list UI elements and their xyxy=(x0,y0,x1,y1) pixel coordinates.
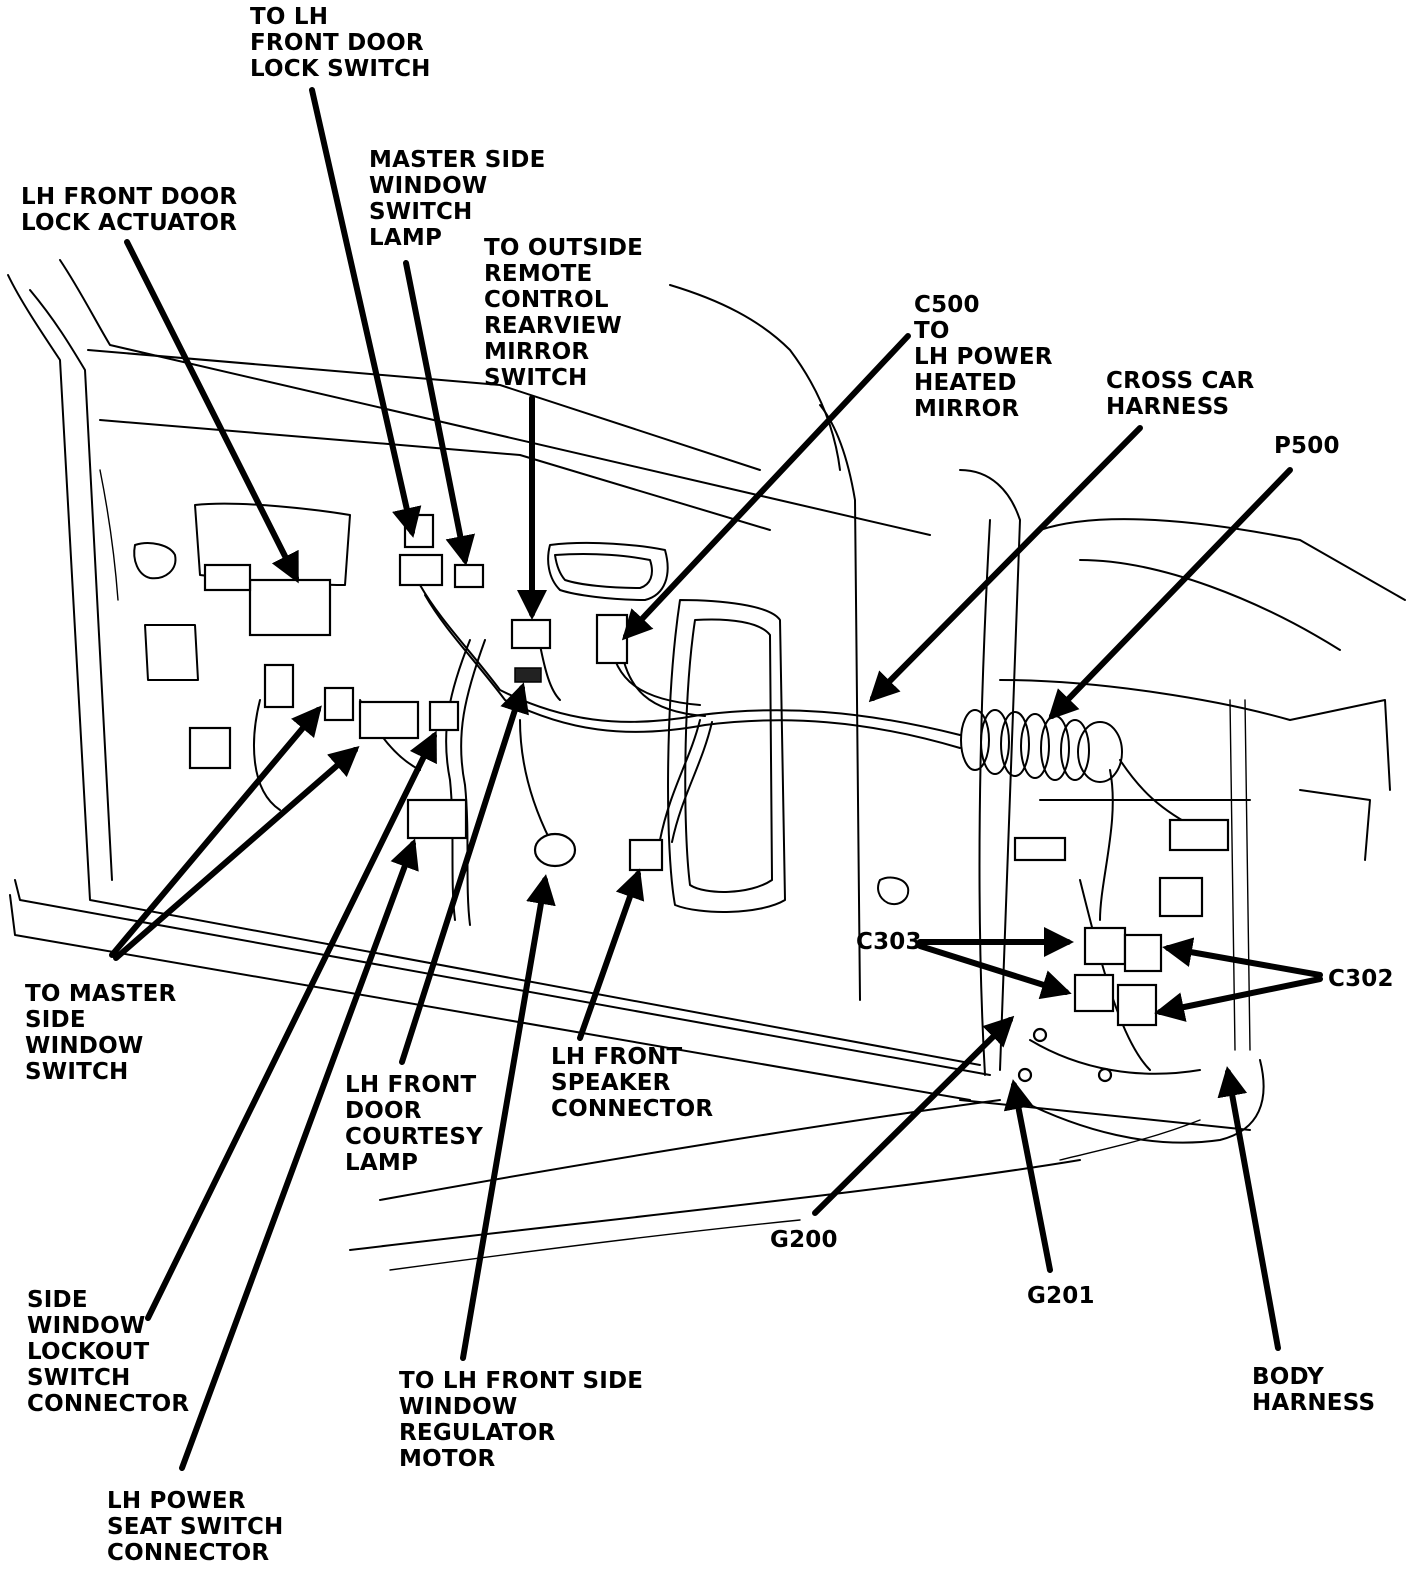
connectors xyxy=(188,513,1230,1083)
leader-body-harness xyxy=(1217,1066,1281,1351)
master-switch-small-connector xyxy=(514,667,542,683)
leader-g200 xyxy=(812,1015,1015,1216)
leader-lines xyxy=(109,87,1323,1471)
ground-ring-terminal xyxy=(1097,1067,1113,1083)
body-harness-clip xyxy=(1168,818,1230,852)
label-p500: P500 xyxy=(1274,433,1340,459)
leader-master-side-window-switch-lamp xyxy=(403,260,476,566)
leader-lh-front-speaker-connector xyxy=(577,868,645,1041)
leader-to-master-side-window-switch-b xyxy=(113,746,360,961)
leader-lh-front-door-courtesy-lamp xyxy=(399,682,529,1065)
leader-side-window-lockout-switch-connector xyxy=(145,730,437,1321)
seat-switch-connector xyxy=(263,663,295,709)
c302-connector-a xyxy=(1123,933,1163,973)
door-opening-pillar xyxy=(349,469,1406,1271)
lockout-switch-connector xyxy=(428,700,460,732)
door-panel-outline xyxy=(7,259,991,1101)
label-c302: C302 xyxy=(1328,966,1394,992)
body-connector-top xyxy=(1158,876,1204,918)
leader-cross-car-harness xyxy=(868,425,1143,703)
leader-to-lh-front-side-window-regulator-motor xyxy=(460,874,556,1361)
master-switch-connector-b xyxy=(323,686,355,722)
leader-c302-a xyxy=(1162,937,1323,978)
c303-connector-b xyxy=(1073,973,1115,1013)
aux-connector xyxy=(188,726,232,770)
leader-to-master-side-window-switch-a xyxy=(109,705,322,958)
label-g201: G201 xyxy=(1027,1283,1095,1309)
c302-connector-b xyxy=(1116,983,1158,1027)
leader-lh-power-seat-switch-connector xyxy=(179,838,419,1471)
courtesy-lamp xyxy=(406,798,468,840)
relay-connector xyxy=(1013,836,1067,862)
lock-actuator-rod xyxy=(203,563,252,592)
mirror-switch-connector xyxy=(510,618,552,650)
lock-actuator-body xyxy=(248,578,332,637)
g201-ground-eyelet xyxy=(1017,1067,1033,1083)
leader-p500 xyxy=(1047,467,1293,721)
leader-g201 xyxy=(1003,1079,1053,1273)
leader-to-lh-front-door-lock-switch xyxy=(309,87,422,538)
cross-car-harness-coil xyxy=(960,709,1123,783)
c303-connector-a xyxy=(1083,926,1127,966)
leader-lh-front-door-lock-actuator xyxy=(124,239,299,584)
label-c303: C303 xyxy=(856,929,922,955)
g200-ground-eyelet xyxy=(1032,1027,1048,1043)
speaker-connector xyxy=(628,838,664,872)
lock-switch-connector xyxy=(398,553,444,587)
leader-c500-to-lh-power-heated-mirror xyxy=(621,333,911,641)
label-g200: G200 xyxy=(770,1227,838,1253)
leader-c303-b xyxy=(917,943,1072,1000)
leader-c302-b xyxy=(1154,976,1323,1022)
switch-lamp-socket xyxy=(453,563,485,589)
master-switch-connector-a xyxy=(358,700,420,740)
c500-connector xyxy=(595,613,629,665)
regulator-motor-connector xyxy=(533,832,577,868)
